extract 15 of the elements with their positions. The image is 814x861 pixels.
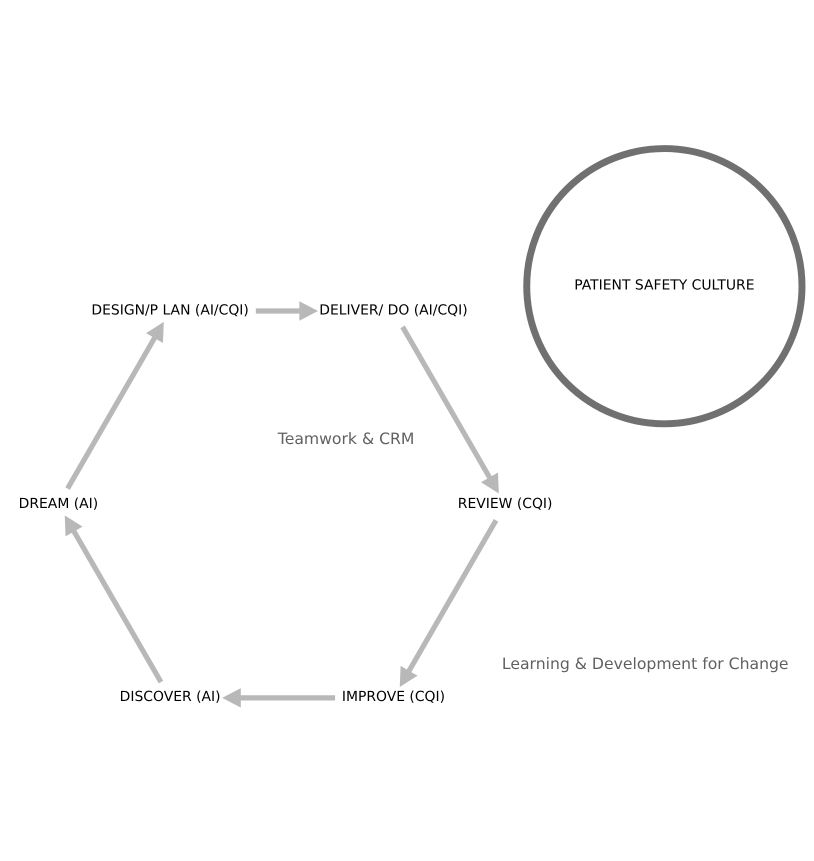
node-text: REVIEW (CQI)	[458, 495, 552, 512]
node-text: IMPROVE (CQI)	[342, 688, 446, 705]
arrow	[256, 300, 318, 320]
node-text: DELIVER/ DO (AI/CQI)	[319, 302, 468, 318]
node-text: DESIGN/P LAN (AI/CQI)	[91, 302, 249, 318]
label: Learning & Development for Change	[502, 654, 789, 673]
arrow	[400, 325, 499, 494]
arrow	[400, 518, 498, 686]
arrow	[222, 688, 336, 708]
label: Teamwork & CRM	[278, 428, 414, 448]
arrow	[64, 514, 164, 683]
node-circle: PATIENT SAFETY CULTURE	[523, 144, 806, 427]
arrow	[65, 321, 164, 490]
node-text: DISCOVER (AI)	[120, 688, 221, 705]
node-text: DREAM (AI)	[18, 495, 98, 512]
